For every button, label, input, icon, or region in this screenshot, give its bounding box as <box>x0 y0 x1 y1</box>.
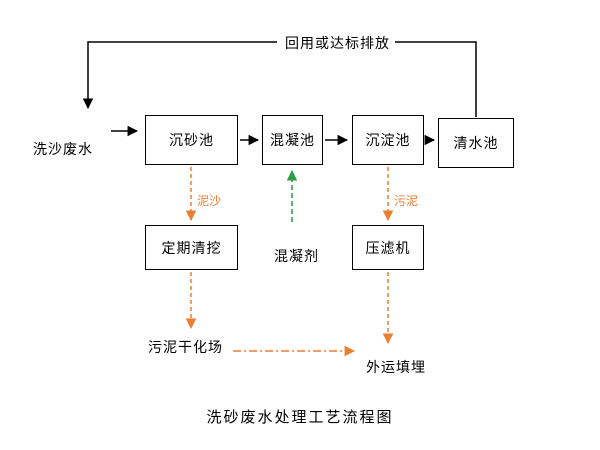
box-grit-chamber: 沉砂池 <box>145 115 238 165</box>
box-clear-water-tank-label: 清水池 <box>453 135 499 151</box>
coagulant-label: 混凝剂 <box>274 248 319 264</box>
box-sedimentation-tank: 沉淀池 <box>352 115 424 165</box>
box-sedimentation-tank-label: 沉淀池 <box>365 132 411 148</box>
box-coagulation-tank: 混凝池 <box>262 115 323 165</box>
sludge-drying-field-label: 污泥干化场 <box>148 339 223 355</box>
box-grit-chamber-label: 沉砂池 <box>169 132 214 148</box>
diagram-title: 洗砂废水处理工艺流程图 <box>206 409 394 426</box>
box-clear-water-tank: 清水池 <box>438 118 514 168</box>
landfill-label: 外运填埋 <box>366 359 426 375</box>
box-periodic-cleaning: 定期清挖 <box>145 225 238 270</box>
feedback-line <box>82 41 477 117</box>
box-filter-press-label: 压滤机 <box>365 239 411 256</box>
box-coagulation-tank-label: 混凝池 <box>270 132 315 148</box>
sediment-label: 泥沙 <box>197 194 222 208</box>
box-filter-press: 压滤机 <box>352 225 424 270</box>
sludge-label: 污泥 <box>394 194 419 208</box>
influent-label: 洗沙废水 <box>33 141 93 157</box>
box-periodic-cleaning-label: 定期清挖 <box>161 239 222 256</box>
feedback-label: 回用或达标排放 <box>277 33 395 53</box>
